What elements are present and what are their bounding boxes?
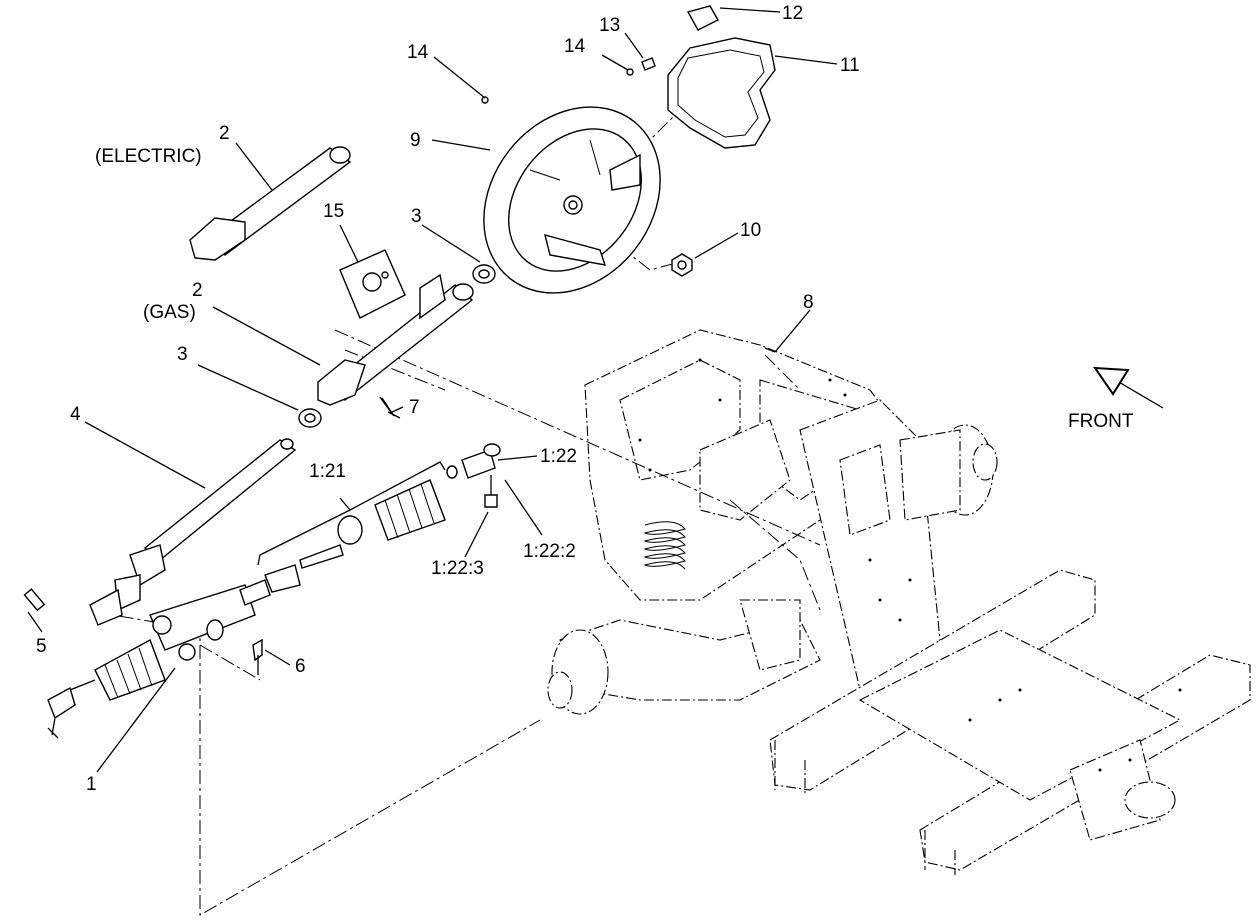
part-3-bearing-lower [298,408,322,428]
label-part-10: 10 [740,220,761,241]
label-part-5: 5 [36,636,47,657]
part-8-clip [764,347,776,353]
part-9-steering-wheel [483,106,661,294]
part-labels: 2 (ELECTRIC) 2 (GAS) 3 3 4 5 6 1 7 8 9 1… [36,3,1134,795]
part-15-plate [339,249,406,319]
label-part-3-left: 3 [177,344,188,365]
label-part-12: 12 [782,3,803,24]
label-part-1-21: 1:21 [309,461,346,482]
part-11-cover [667,37,776,149]
part-5-pin [23,588,46,612]
part-13-screw [641,57,656,71]
label-gas-variant: (GAS) [143,302,196,323]
label-part-14-right: 14 [564,36,586,57]
label-part-6: 6 [295,656,306,677]
label-part-7: 7 [409,397,420,418]
part-1-21-boot [337,479,446,545]
label-part-14-left: 14 [407,42,429,63]
label-part-1: 1 [86,774,97,795]
left-wheel-hub [547,599,821,715]
label-part-1-22: 1:22 [540,446,577,467]
label-part-13: 13 [599,15,620,36]
part-2-gas-column [317,273,474,406]
label-front: FRONT [1068,411,1134,432]
label-part-15: 15 [323,201,344,222]
part-4-intermediate-shaft [89,438,297,626]
part-1-22-tie-rod-end [446,443,501,508]
lower-frame-rails [769,569,1251,875]
right-wheel-hub [899,424,998,521]
label-part-3-right: 3 [411,206,422,227]
label-part-2-electric: 2 [219,123,230,144]
part-14-screw-left [481,96,489,104]
label-part-1-22-2: 1:22:2 [523,541,576,562]
label-part-2-gas: 2 [192,280,203,301]
frame-holes [638,358,1182,772]
label-part-8: 8 [803,292,814,313]
coil-spring [643,521,686,570]
label-part-4: 4 [70,404,81,425]
label-part-9: 9 [410,130,421,151]
label-part-11: 11 [840,55,860,76]
part-2-electric-column [189,146,352,261]
part-3-bearing-upper [472,264,496,284]
part-14-screw-right [626,68,634,76]
leader-lines [27,7,838,773]
part-10-nut [671,253,693,277]
part-6-bolt [252,638,263,675]
label-part-1-22-3: 1:22:3 [431,558,484,579]
chassis-frame [547,329,1251,875]
label-electric-variant: (ELECTRIC) [95,146,202,167]
part-7-screw [379,396,401,419]
part-1-steering-rack [47,544,344,739]
part-12-cap [686,5,719,31]
front-arrow-icon [1093,366,1164,409]
